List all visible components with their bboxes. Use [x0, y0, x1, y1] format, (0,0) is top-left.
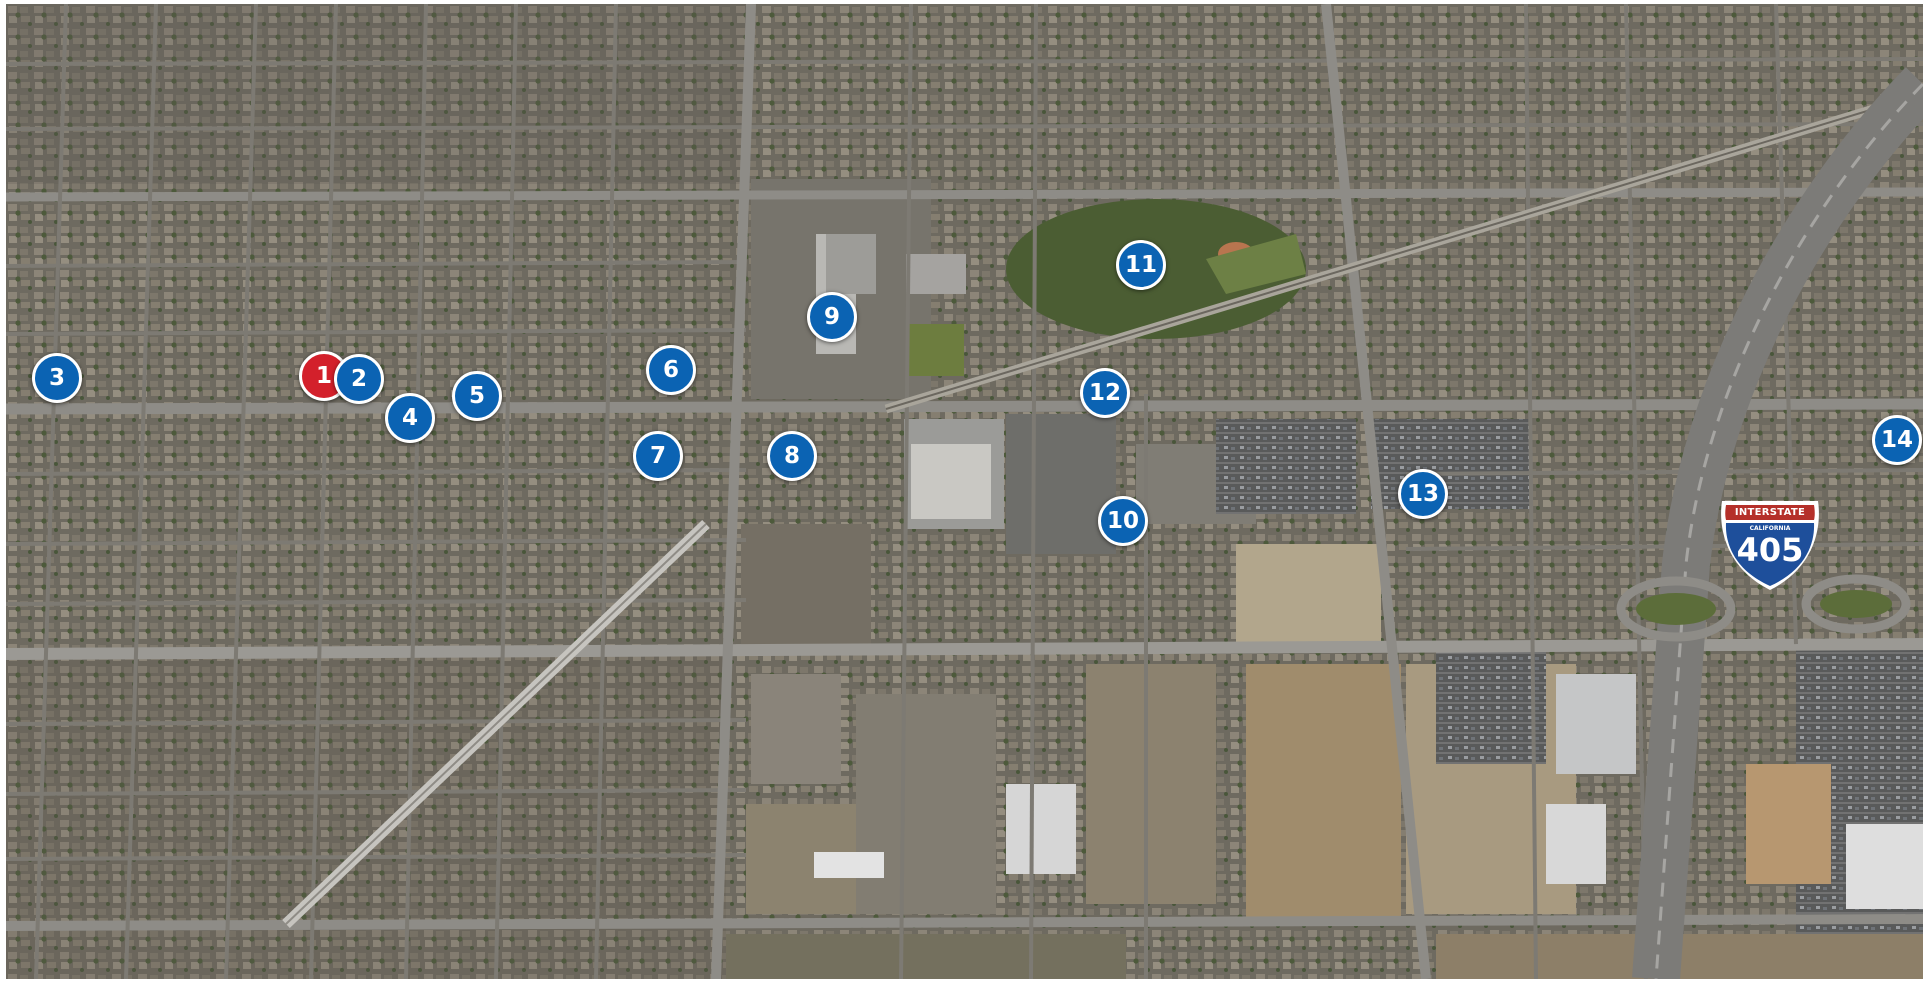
- map-marker-6[interactable]: 6: [646, 345, 696, 395]
- interstate-shield-icon: INTERSTATE CALIFORNIA 405: [1718, 498, 1822, 592]
- map-marker-5[interactable]: 5: [452, 371, 502, 421]
- map-marker-4[interactable]: 4: [385, 393, 435, 443]
- map-marker-10[interactable]: 10: [1098, 496, 1148, 546]
- shield-state-text: CALIFORNIA: [1749, 525, 1791, 532]
- map-marker-11[interactable]: 11: [1116, 240, 1166, 290]
- map-marker-12[interactable]: 12: [1080, 368, 1130, 418]
- map-marker-3[interactable]: 3: [32, 353, 82, 403]
- shield-top-text: INTERSTATE: [1734, 507, 1806, 518]
- map-marker-7[interactable]: 7: [633, 431, 683, 481]
- shield-route-number: 405: [1736, 531, 1804, 569]
- map-marker-9[interactable]: 9: [807, 292, 857, 342]
- map-marker-8[interactable]: 8: [767, 431, 817, 481]
- map-marker-13[interactable]: 13: [1398, 469, 1448, 519]
- map-imagery: [6, 4, 1923, 979]
- aerial-map[interactable]: 1 2 3 4 5 6 7 8 9 10 11 12 13 14 INTERST…: [6, 4, 1923, 979]
- map-marker-14[interactable]: 14: [1872, 415, 1922, 465]
- map-marker-2[interactable]: 2: [334, 354, 384, 404]
